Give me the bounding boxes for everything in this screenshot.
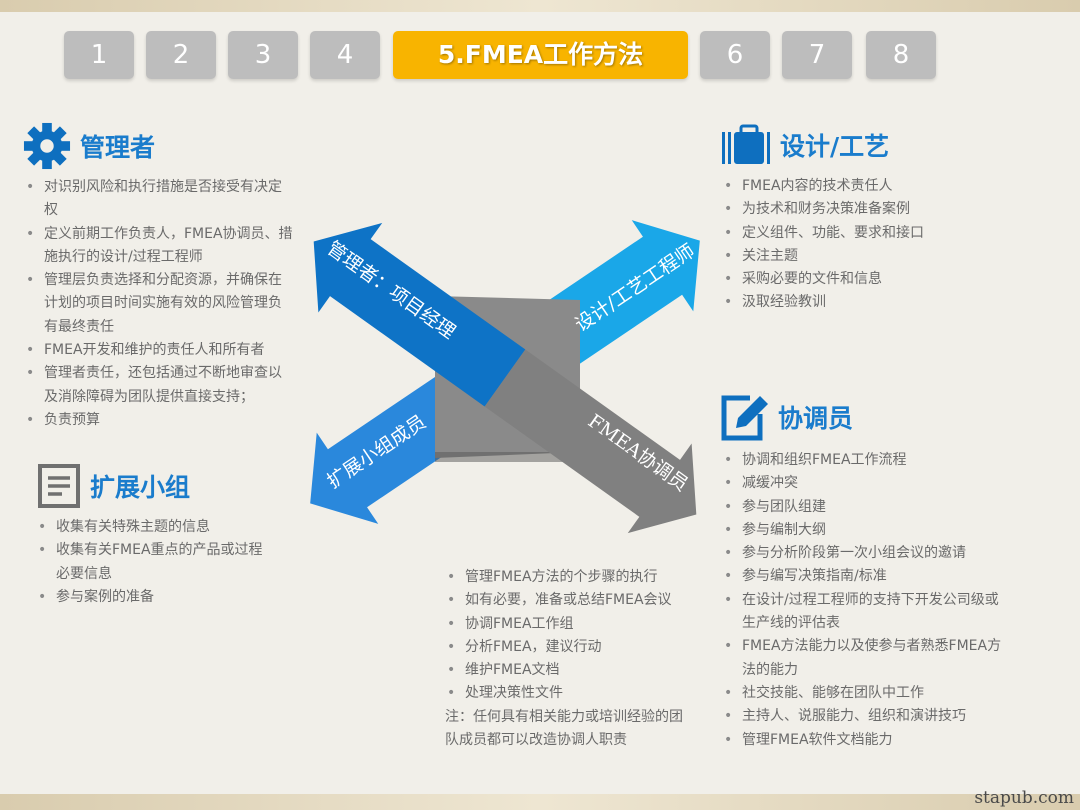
tab-6[interactable]: 6 (700, 31, 770, 79)
list-item: 主持人、说服能力、组织和演讲技巧 (722, 705, 1002, 729)
center-note: 注：任何具有相关能力或培训经验的团队成员都可以改造协调人职责 (445, 708, 683, 749)
list-item: 处理决策性文件 (445, 682, 685, 706)
manager-heading: 管理者 (22, 122, 155, 170)
list-item: 社交技能、能够在团队中工作 (722, 682, 1002, 706)
arrow-label-extended: 扩展小组成员 (323, 410, 431, 493)
bottom-band (0, 794, 1080, 810)
list-item: 收集有关FMEA重点的产品或过程必要信息 (36, 539, 276, 586)
list-item: 维护FMEA文档 (445, 659, 685, 683)
coordinator-heading: 协调员 (720, 392, 853, 442)
list-item: 协调FMEA工作组 (445, 613, 685, 637)
list-item: 如有必要，准备或总结FMEA会议 (445, 589, 685, 613)
document-icon (38, 464, 80, 508)
center-shadow (435, 452, 580, 462)
extended-list: 收集有关特殊主题的信息 收集有关FMEA重点的产品或过程必要信息 参与案例的准备 (36, 516, 276, 609)
list-item: 为技术和财务决策准备案例 (722, 198, 1002, 222)
list-item: FMEA方法能力以及使参与者熟悉FMEA方法的能力 (722, 635, 1002, 682)
list-item: 管理层负责选择和分配资源，并确保在计划的项目时间实施有效的风险管理负有最终责任 (24, 269, 294, 339)
list-item: 分析FMEA，建议行动 (445, 636, 685, 660)
manager-list: 对识别风险和执行措施是否接受有决定权 定义前期工作负责人，FMEA协调员、措施执… (24, 176, 294, 433)
tab-1[interactable]: 1 (64, 31, 134, 79)
list-item: 定义前期工作负责人，FMEA协调员、措施执行的设计/过程工程师 (24, 223, 294, 270)
gear-icon (23, 122, 71, 170)
extended-heading: 扩展小组 (38, 464, 190, 508)
top-band (0, 0, 1080, 12)
coordinator-list: 协调和组织FMEA工作流程 减缓冲突 参与团队组建 参与编制大纲 参与分析阶段第… (722, 449, 1002, 752)
list-item: 参与案例的准备 (36, 586, 276, 610)
list-item: 管理FMEA软件文档能力 (722, 729, 1002, 753)
list-item: FMEA内容的技术责任人 (722, 175, 1002, 199)
arrow-label-manager: 管理者：项目经理 (322, 237, 460, 344)
edit-icon (721, 395, 768, 441)
watermark: stapub.com (974, 788, 1074, 808)
nav-tabs: 1 2 3 4 5.FMEA工作方法 6 7 8 (0, 31, 1080, 79)
tab-7[interactable]: 7 (782, 31, 852, 79)
list-item: 减缓冲突 (722, 472, 1002, 496)
tab-8[interactable]: 8 (866, 31, 936, 79)
coordinator-title: 协调员 (778, 404, 854, 433)
list-item: 关注主题 (722, 245, 1002, 269)
center-list: 管理FMEA方法的个步骤的执行 如有必要，准备或总结FMEA会议 协调FMEA工… (445, 566, 685, 752)
list-item: 在设计/过程工程师的支持下开发公司级或生产线的评估表 (722, 589, 1002, 636)
design-heading: 设计/工艺 (722, 124, 889, 166)
list-item: 对识别风险和执行措施是否接受有决定权 (24, 176, 294, 223)
manager-title: 管理者 (80, 133, 156, 162)
list-item: 参与分析阶段第一次小组会议的邀请 (722, 542, 1002, 566)
list-item: 负责预算 (24, 409, 294, 433)
list-item: 管理FMEA方法的个步骤的执行 (445, 566, 685, 590)
list-item: 汲取经验教训 (722, 291, 1002, 315)
list-item: 管理者责任，还包括通过不断地审查以及消除障碍为团队提供直接支持； (24, 362, 294, 409)
tab-3[interactable]: 3 (228, 31, 298, 79)
list-item: 定义组件、功能、要求和接口 (722, 222, 1002, 246)
briefcase-icon (722, 124, 770, 164)
list-item: 参与编制大纲 (722, 519, 1002, 543)
list-item: 协调和组织FMEA工作流程 (722, 449, 1002, 473)
list-item: 参与团队组建 (722, 496, 1002, 520)
list-item: 采购必要的文件和信息 (722, 268, 1002, 292)
extended-title: 扩展小组 (90, 473, 191, 502)
list-item: 参与编写决策指南/标准 (722, 565, 1002, 589)
center-band (435, 296, 580, 458)
design-title: 设计/工艺 (780, 132, 890, 161)
tab-5-active[interactable]: 5.FMEA工作方法 (393, 31, 688, 79)
tab-4[interactable]: 4 (310, 31, 380, 79)
list-item: FMEA开发和维护的责任人和所有者 (24, 339, 294, 363)
tab-2[interactable]: 2 (146, 31, 216, 79)
list-item: 收集有关特殊主题的信息 (36, 516, 276, 540)
arrow-label-coordinator: FMEA协调员 (583, 410, 693, 496)
design-list: FMEA内容的技术责任人 为技术和财务决策准备案例 定义组件、功能、要求和接口 … (722, 175, 1002, 315)
arrow-label-design: 设计/工艺工程师 (571, 239, 699, 337)
